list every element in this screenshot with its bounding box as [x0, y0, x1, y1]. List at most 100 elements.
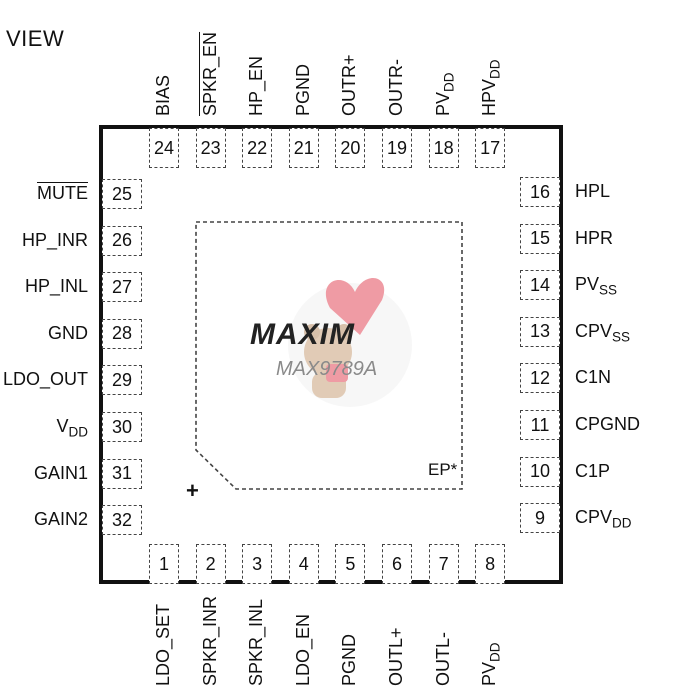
- pin-name-18: PV: [432, 91, 453, 116]
- pin-label-21: PGND: [293, 64, 314, 116]
- pin-label-25: MUTE: [0, 183, 88, 204]
- pin-28: 28: [102, 318, 142, 349]
- pin-name-3: SPKR_INL: [246, 598, 267, 686]
- pin-label-31: GAIN1: [0, 463, 88, 484]
- pin-label-24: BIAS: [153, 75, 174, 116]
- pin-name-13: CPV: [575, 320, 613, 341]
- pin-label-7: OUTL-: [433, 632, 454, 686]
- pin-label-8: PVDD: [479, 642, 503, 686]
- pin-4: 4: [288, 544, 319, 584]
- pin-name-23: SPKR_EN: [199, 31, 220, 116]
- pin-name-30: V: [56, 416, 69, 436]
- pin-label-15: HPR: [575, 228, 613, 249]
- pin-31: 31: [102, 458, 142, 489]
- pin-name-26: HP_INR: [21, 229, 88, 250]
- pin-label-5: PGND: [339, 634, 360, 686]
- pin-17: 17: [475, 128, 506, 168]
- pin-subscript-17: DD: [487, 59, 503, 79]
- pin-1: 1: [149, 544, 179, 584]
- pin-label-19: OUTR-: [386, 59, 407, 116]
- pin-29: 29: [102, 365, 142, 396]
- pin-name-10: C1P: [575, 460, 611, 481]
- pin-label-14: PVSS: [575, 274, 617, 298]
- pin-label-6: OUTL+: [386, 627, 407, 686]
- pin-10: 10: [520, 456, 560, 487]
- pin-24: 24: [149, 128, 179, 168]
- pin-8: 8: [475, 544, 506, 584]
- pin-name-16: HPL: [575, 181, 611, 201]
- pin-label-13: CPVSS: [575, 321, 630, 345]
- pin-name-11: CPGND: [575, 414, 641, 434]
- view-label: VIEW: [6, 26, 65, 51]
- pin-subscript-9: DD: [612, 515, 632, 531]
- pin-name-21: PGND: [292, 63, 313, 116]
- pin-subscript-14: SS: [599, 282, 618, 298]
- pin-label-28: GND: [0, 323, 88, 344]
- pin-30: 30: [102, 412, 142, 442]
- pin-6: 6: [382, 544, 412, 584]
- pin-subscript-8: DD: [487, 642, 503, 662]
- pin-18: 18: [428, 128, 459, 168]
- pin-label-22: HP_EN: [246, 56, 267, 116]
- pin-name-27: HP_INL: [24, 276, 88, 297]
- pin-name-8: PV: [479, 661, 500, 686]
- pin-13: 13: [520, 316, 560, 347]
- pin-label-30: VDD: [0, 416, 88, 440]
- exposed-pad-label: EP*: [428, 460, 458, 479]
- pin-name-9: CPV: [575, 507, 613, 528]
- pin-9: 9: [520, 503, 560, 534]
- pin-label-10: C1P: [575, 461, 610, 482]
- pin-subscript-30: DD: [68, 424, 89, 440]
- pin-label-27: HP_INL: [0, 276, 88, 297]
- pin-3: 3: [242, 544, 273, 584]
- pin-25: 25: [102, 179, 142, 209]
- pin-label-2: SPKR_INR: [200, 596, 221, 686]
- pin-name-15: HPR: [575, 227, 614, 248]
- pin-name-4: LDO_EN: [292, 613, 313, 686]
- pin-26: 26: [102, 225, 142, 256]
- pin-name-28: GND: [48, 322, 88, 343]
- pin-name-32: GAIN2: [33, 509, 88, 530]
- pin-label-9: CPVDD: [575, 507, 632, 531]
- pin-23: 23: [195, 128, 226, 168]
- pin-label-18: PVDD: [433, 72, 457, 116]
- pin-name-7: OUTL-: [432, 632, 453, 686]
- pin-subscript-18: DD: [441, 72, 457, 92]
- pin1-marker: +: [186, 478, 199, 503]
- part-number-watermark: MAX9789A: [276, 358, 378, 380]
- pin-name-29: LDO_OUT: [2, 369, 88, 390]
- pin-12: 12: [520, 363, 560, 394]
- pin-7: 7: [428, 544, 459, 584]
- pin-label-29: LDO_OUT: [0, 369, 88, 390]
- pin-label-1: LDO_SET: [153, 604, 174, 686]
- pin-name-24: BIAS: [153, 74, 173, 116]
- pin-32: 32: [102, 505, 142, 536]
- pin-21: 21: [288, 128, 319, 168]
- pin-label-32: GAIN2: [0, 509, 88, 530]
- pin-label-12: C1N: [575, 367, 611, 388]
- pin-name-12: C1N: [575, 367, 612, 388]
- package-outline: [99, 125, 563, 584]
- pin-20: 20: [335, 128, 366, 168]
- pin-name-22: HP_EN: [246, 55, 267, 116]
- pin-name-20: OUTR+: [339, 54, 360, 116]
- pin-name-14: PV: [575, 274, 600, 295]
- pin-5: 5: [335, 544, 366, 584]
- pin-14: 14: [520, 270, 560, 301]
- pin-name-19: OUTR-: [386, 59, 406, 116]
- pin-2: 2: [195, 544, 226, 584]
- pin-label-11: CPGND: [575, 414, 640, 435]
- pin-subscript-13: SS: [612, 329, 631, 345]
- pin-label-17: HPVDD: [479, 59, 503, 116]
- pin-label-23: SPKR_EN: [200, 32, 221, 116]
- pin-16: 16: [520, 177, 560, 207]
- pin-name-17: HPV: [479, 78, 500, 116]
- pin-name-2: SPKR_INR: [199, 595, 220, 686]
- pin-label-20: OUTR+: [339, 54, 360, 116]
- maxim-logo: MAXIM: [250, 318, 355, 351]
- pin-label-3: SPKR_INL: [246, 599, 267, 686]
- pin-name-1: LDO_SET: [153, 603, 173, 686]
- pin-label-16: HPL: [575, 181, 610, 202]
- pin-19: 19: [382, 128, 412, 168]
- pin-22: 22: [242, 128, 273, 168]
